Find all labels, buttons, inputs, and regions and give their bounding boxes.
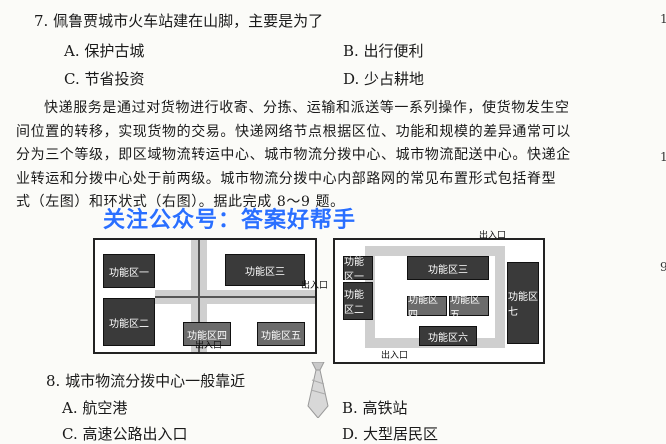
q7-stem: 7. 佩鲁贾城市火车站建在山脚，主要是为了 bbox=[34, 12, 324, 30]
left-diagram: 功能区一 功能区二 功能区三 功能区四 功能区五 出入口 出入口 bbox=[93, 238, 328, 354]
passage-line-4: 业转运和分拨中心处于前两级。城市物流分拨中心内部路网的常见布置形式包括脊型 bbox=[16, 170, 557, 187]
q8-option-a: A. 航空港 bbox=[62, 399, 128, 417]
q8-stem: 8. 城市物流分拨中心一般靠近 bbox=[46, 372, 246, 390]
right-label-bottom: 出入口 bbox=[381, 351, 409, 361]
edge-mark-3: 9 bbox=[660, 260, 666, 274]
passage-line-1: 快递服务是通过对货物进行收寄、分拣、运输和派送等一系列操作，使货物发生空 bbox=[44, 100, 570, 116]
q8-option-d: D. 大型居民区 bbox=[342, 425, 439, 443]
right-box-2: 功能区二 bbox=[343, 282, 373, 320]
right-box-6: 功能区六 bbox=[419, 326, 477, 346]
q7-option-d: D. 少占耕地 bbox=[343, 70, 425, 88]
right-ring-right bbox=[495, 246, 505, 348]
edge-mark-1: 1 bbox=[660, 12, 666, 26]
q7-option-b: B. 出行便利 bbox=[343, 42, 424, 60]
q7-option-a: A. 保护古城 bbox=[64, 42, 145, 60]
left-box-1: 功能区一 bbox=[103, 254, 155, 288]
q7-option-c: C. 节省投资 bbox=[64, 70, 145, 88]
right-box-1: 功能区一 bbox=[343, 256, 373, 283]
right-box-4: 功能区四 bbox=[407, 295, 447, 321]
left-road-line-h bbox=[155, 296, 315, 298]
watermark-banner: 关注公众号：答案好帮手 bbox=[103, 208, 357, 233]
left-box-2: 功能区二 bbox=[103, 298, 155, 346]
right-label-top: 出入口 bbox=[479, 231, 507, 241]
passage-line-5: 式（左图）和环状式（右图）。据此完成 8～9 题。 bbox=[16, 194, 345, 210]
passage-line-3: 分为三个等级，即区域物流转运中心、城市物流分拨中心、城市物流配送中心。快递企 bbox=[16, 147, 571, 163]
right-diagram: 功能区一 功能区二 功能区三 功能区四 功能区五 功能区六 功能区七 出入口 出… bbox=[333, 231, 545, 364]
edge-mark-2: 1 bbox=[660, 150, 666, 164]
right-box-3: 功能区三 bbox=[407, 256, 489, 280]
left-box-3: 功能区三 bbox=[225, 254, 305, 286]
left-box-4: 功能区四 bbox=[183, 322, 231, 346]
tie-icon bbox=[307, 362, 329, 418]
passage-line-2: 间位置的转移，实现货物的交易。快递网络节点根据区位、功能和规模的差异通常可以 bbox=[16, 123, 571, 140]
left-box-5: 功能区五 bbox=[257, 322, 305, 346]
right-ring-top bbox=[365, 246, 505, 256]
left-label-right: 出入口 bbox=[301, 281, 329, 291]
q8-option-c: C. 高速公路出入口 bbox=[62, 425, 188, 443]
right-box-7: 功能区七 bbox=[507, 262, 539, 344]
left-label-bottom: 出入口 bbox=[195, 341, 223, 351]
right-box-5: 功能区五 bbox=[449, 295, 489, 321]
passage: 快递服务是通过对货物进行收寄、分拣、运输和派送等一系列操作，使货物发生空 间位置… bbox=[16, 97, 616, 215]
q8-option-b: B. 高铁站 bbox=[342, 399, 408, 417]
